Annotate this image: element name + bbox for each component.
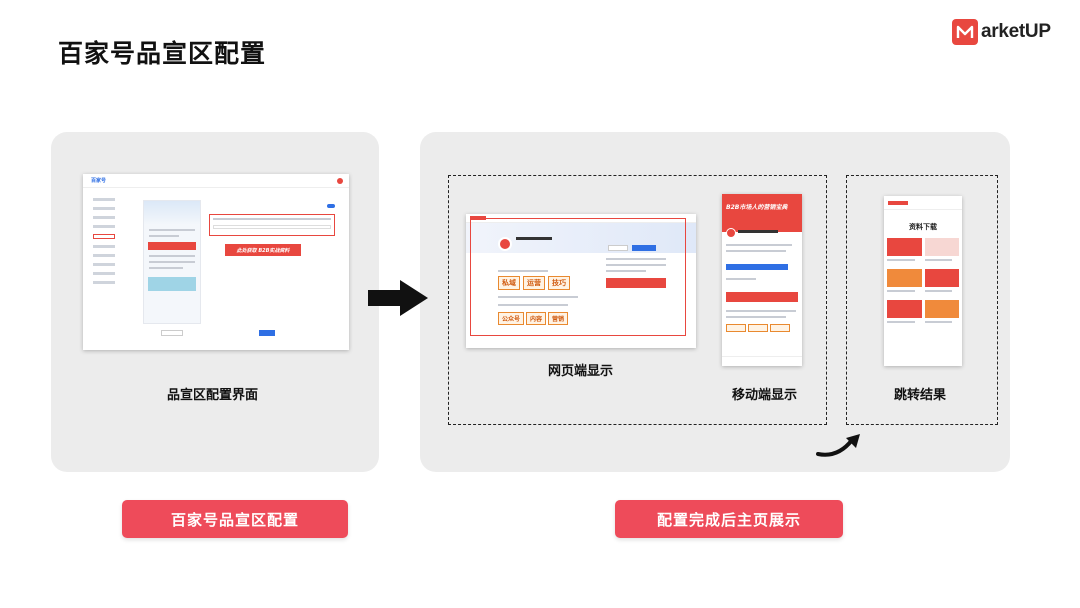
result-group-dashed-box bbox=[846, 175, 998, 425]
config-form: 此处获取 B2B实战资料 bbox=[209, 204, 335, 256]
display-group-dashed-box bbox=[448, 175, 827, 425]
result-caption: 跳转结果 bbox=[894, 388, 947, 403]
marketup-logo-icon bbox=[952, 19, 978, 45]
toggle-switch bbox=[327, 204, 335, 208]
cancel-button bbox=[161, 330, 183, 336]
web-tags: 私域 运营 技巧 bbox=[498, 276, 570, 290]
logo-text: arketUP bbox=[981, 21, 1051, 42]
confirm-button bbox=[259, 330, 275, 336]
web-caption: 网页端显示 bbox=[548, 364, 614, 379]
result-title: 资料下载 bbox=[909, 223, 937, 231]
mobile-hero: B2B市场人的营销宝典 bbox=[722, 194, 802, 232]
config-phone-preview bbox=[143, 200, 201, 324]
page-title: 百家号品宣区配置 bbox=[58, 39, 267, 68]
homepage-display-button[interactable]: 配置完成后主页展示 bbox=[615, 500, 843, 538]
result-screenshot: 资料下载 bbox=[884, 196, 962, 366]
config-highlight-box bbox=[209, 214, 335, 236]
avatar bbox=[726, 228, 736, 238]
avatar bbox=[498, 237, 512, 251]
brand-logo: arketUP bbox=[952, 18, 1062, 46]
right-arrow-icon bbox=[368, 280, 428, 316]
config-sidebar bbox=[83, 188, 133, 350]
avatar bbox=[337, 178, 343, 184]
config-topbar: 百家号 bbox=[83, 174, 349, 188]
web-tags-secondary: 公众号 内容 营销 bbox=[498, 312, 569, 325]
config-caption: 品宣区配置界面 bbox=[167, 388, 259, 403]
mobile-display-screenshot: B2B市场人的营销宝典 bbox=[722, 194, 802, 366]
config-ui-screenshot: 百家号 此处获取 B2B实战资料 bbox=[83, 174, 349, 350]
mobile-caption: 移动端显示 bbox=[732, 388, 798, 403]
web-display-screenshot: 私域 运营 技巧 公众号 内容 营销 bbox=[466, 214, 696, 348]
curved-arrow-icon bbox=[816, 434, 860, 457]
config-banner: 此处获取 B2B实战资料 bbox=[225, 244, 301, 256]
baijiahao-config-button[interactable]: 百家号品宣区配置 bbox=[122, 500, 348, 538]
